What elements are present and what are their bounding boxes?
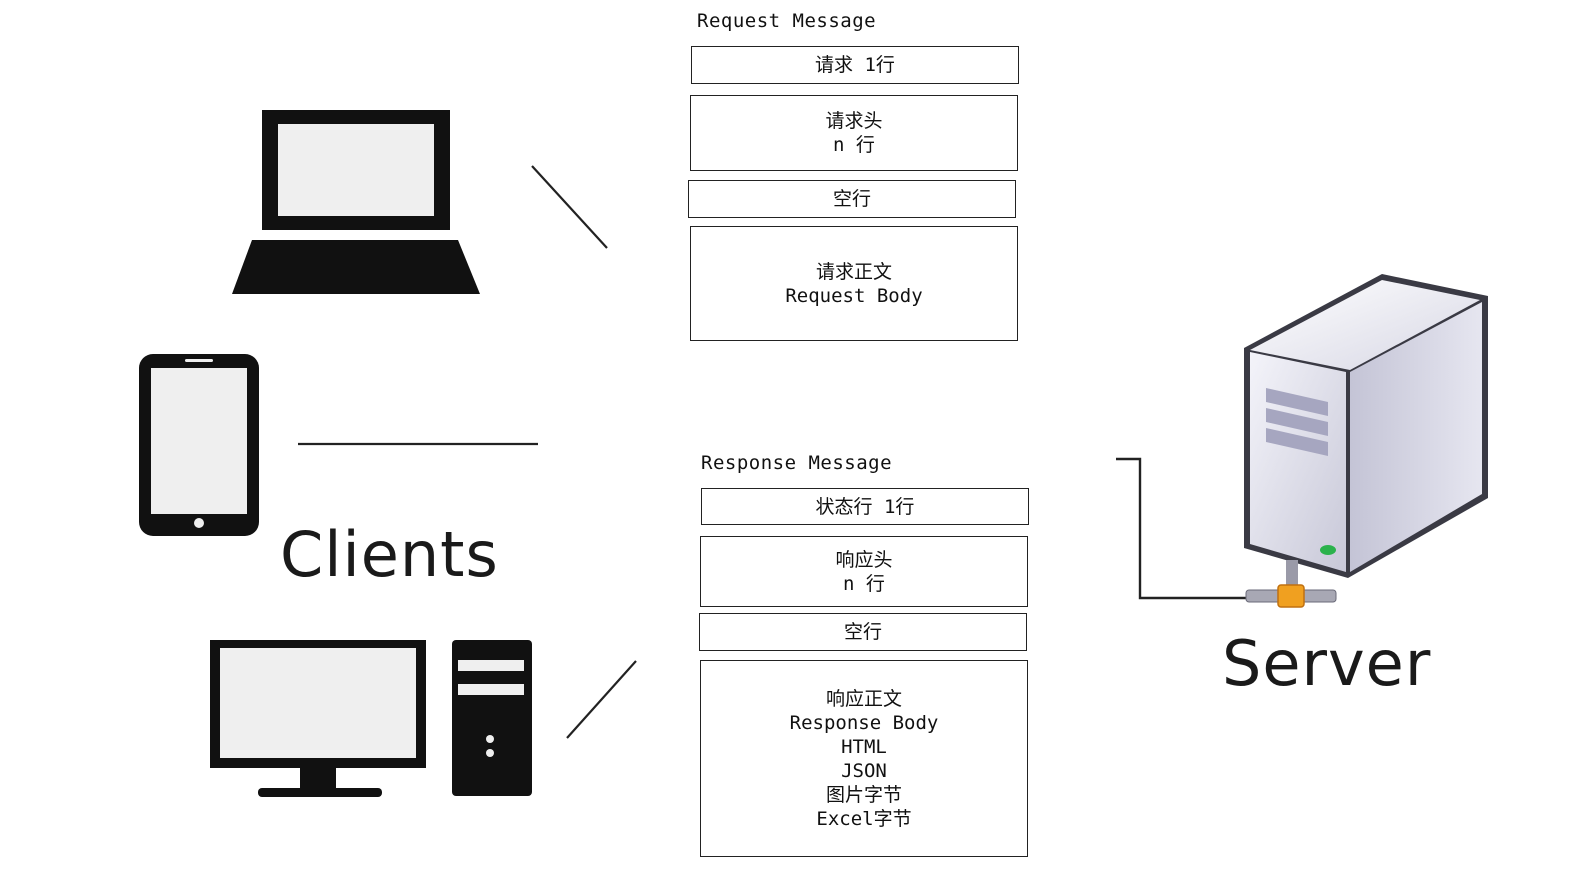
response-body-subtext: Response Body [789, 711, 939, 734]
clients-label: Clients [280, 518, 499, 591]
status-line-box: 状态行 1行 [701, 488, 1029, 525]
tablet-icon [139, 354, 259, 536]
server-tower-icon [1244, 274, 1488, 608]
laptop-icon [232, 110, 480, 294]
server-label: Server [1222, 627, 1432, 700]
request-line-box: 请求 1行 [691, 46, 1019, 84]
request-body-subtext: Request Body [785, 284, 923, 307]
request-line-text: 请求 1行 [815, 54, 895, 76]
request-blank-line-box: 空行 [688, 180, 1016, 218]
response-headers-count: n 行 [843, 572, 885, 595]
request-blank-line-text: 空行 [832, 188, 871, 210]
response-body-html: HTML [841, 735, 887, 758]
response-message-title: Response Message [701, 452, 893, 474]
response-blank-line-box: 空行 [699, 613, 1027, 651]
response-headers-text: 响应头 [835, 548, 893, 571]
request-headers-box: 请求头 n 行 [690, 95, 1018, 171]
request-headers-text: 请求头 [825, 110, 883, 132]
request-body-box: 请求正文 Request Body [690, 226, 1018, 341]
request-message-title: Request Message [697, 10, 877, 32]
request-body-text: 请求正文 [815, 260, 892, 283]
response-body-image-bytes: 图片字节 [825, 783, 902, 806]
response-headers-box: 响应头 n 行 [700, 536, 1028, 607]
desktop-computer-icon [210, 640, 532, 797]
request-headers-count: n 行 [833, 134, 875, 156]
response-body-json: JSON [841, 759, 887, 782]
response-body-text: 响应正文 [825, 687, 902, 710]
response-body-excel-bytes: Excel字节 [816, 807, 912, 830]
response-blank-line-text: 空行 [843, 621, 882, 643]
response-body-box: 响应正文 Response Body HTML JSON 图片字节 Excel字… [700, 660, 1028, 857]
status-line-text: 状态行 1行 [815, 495, 915, 518]
